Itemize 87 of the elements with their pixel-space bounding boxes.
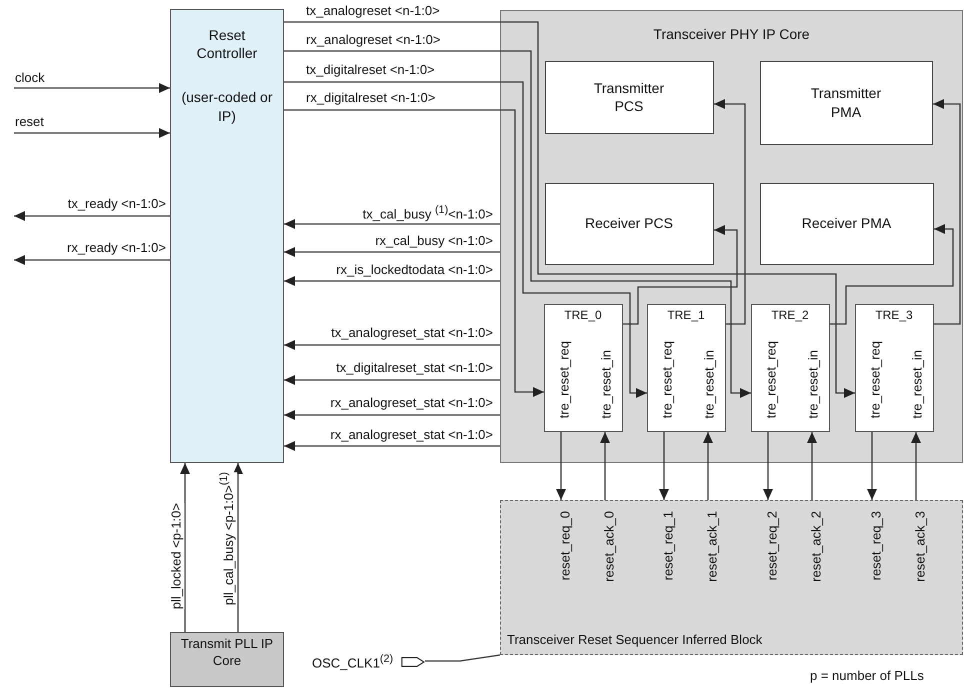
- arrow: [714, 99, 746, 325]
- arrow: [600, 432, 610, 500]
- signal-label: tx_analogreset <n-1:0>: [305, 3, 441, 18]
- pll-block: [170, 632, 284, 687]
- signal-label: OSC_CLK1$^{(2)}$: [312, 652, 394, 672]
- arrow: [284, 219, 500, 229]
- port-name: reset_ack_1: [704, 511, 719, 582]
- block-title: TRE_1: [667, 308, 705, 324]
- signal-label: tx_cal_busy $^{(1)}$<n-1:0>: [362, 204, 494, 222]
- function-block: [544, 304, 622, 432]
- arrow: [284, 109, 544, 397]
- arrow: [284, 276, 500, 286]
- port-name: tre_reset_req: [867, 341, 882, 418]
- port-name: reset_ack_3: [912, 511, 927, 582]
- arrow: [14, 211, 170, 221]
- function-block: [760, 182, 934, 264]
- port-name: tre_reset_req: [556, 341, 571, 418]
- signal-label: clock: [14, 70, 46, 85]
- function-block: [646, 304, 726, 432]
- port-name: tre_reset_in: [909, 350, 924, 418]
- arrow: [556, 432, 566, 500]
- arrow: [659, 432, 669, 500]
- signal-label: rx_ready <n-1:0>: [66, 240, 167, 255]
- port-name: reset_req_1: [660, 511, 675, 580]
- arrow: [763, 432, 773, 500]
- block-title: Receiver PCS: [584, 214, 674, 233]
- signal-label: tx_digitalreset_stat <n-1:0>: [335, 360, 494, 375]
- note-text: p = number of PLLs: [810, 668, 924, 683]
- arrow: [867, 432, 877, 500]
- signal-label: rx_cal_busy <n-1:0>: [374, 233, 494, 248]
- block-title: TRE_3: [875, 308, 913, 324]
- arrow: [14, 128, 170, 138]
- controller-block: [170, 9, 284, 463]
- port-name: reset_req_0: [557, 511, 572, 580]
- block-title: Transmit PLL IP Core: [180, 636, 274, 670]
- function-block: [750, 304, 830, 432]
- function-block: [760, 60, 932, 144]
- signal-label: rx_digitalreset <n-1:0>: [305, 90, 436, 105]
- arrow: [14, 83, 170, 93]
- port-name: tre_reset_in: [701, 350, 716, 418]
- port-name: tre_reset_req: [659, 341, 674, 418]
- signal-label: rx_is_lockedtodata <n-1:0>: [335, 262, 494, 277]
- port-name: reset_ack_2: [808, 511, 823, 582]
- signal-label: tx_digitalreset <n-1:0>: [305, 62, 436, 77]
- block-title: Receiver PMA: [800, 214, 892, 233]
- arrow: [284, 410, 500, 420]
- arrow: [284, 21, 855, 398]
- block-title: Transceiver PHY IP Core: [653, 25, 810, 44]
- block-title: TRE_0: [564, 308, 602, 324]
- port-name: reset_ack_0: [601, 511, 616, 582]
- function-block: [854, 304, 934, 432]
- signal-label: rx_analogreset_stat <n-1:0>: [329, 427, 494, 442]
- signal-label: tx_ready <n-1:0>: [66, 196, 167, 211]
- arrow: [911, 432, 921, 500]
- signal-label: rx_analogreset_stat <n-1:0>: [329, 395, 494, 410]
- core-block: [500, 10, 963, 463]
- port-name: reset_req_2: [764, 511, 779, 580]
- arrow: [284, 81, 647, 398]
- block-title: Transmitter PCS: [592, 78, 666, 116]
- port-name: tre_reset_in: [805, 350, 820, 418]
- arrow: [180, 463, 190, 632]
- block-title: Transceiver Reset Sequencer Inferred Block: [507, 632, 762, 649]
- port-name: tre_reset_in: [598, 350, 613, 418]
- arrow: [703, 432, 713, 500]
- block-title: Reset Controller: [196, 26, 258, 62]
- block-title: Transmitter PMA: [810, 84, 882, 121]
- arrow: [284, 375, 500, 385]
- signal-label: rx_analogreset <n-1:0>: [305, 32, 442, 47]
- arrow: [284, 50, 751, 398]
- arrow: [807, 432, 817, 500]
- function-block: [544, 60, 714, 134]
- function-block: [544, 182, 714, 264]
- port-name: tre_reset_req: [763, 341, 778, 418]
- arrow: [933, 99, 961, 325]
- signal-label: tx_analogreset_stat <n-1:0>: [330, 325, 494, 340]
- arrow: [830, 224, 954, 325]
- arrow: [284, 340, 500, 350]
- arrow: [284, 441, 500, 451]
- arrow: [623, 225, 738, 325]
- arrow: [14, 255, 170, 265]
- block-note: (user-coded or IP): [180, 88, 274, 125]
- sequencer-block: [500, 500, 963, 655]
- arrow: [233, 463, 243, 632]
- block-title: TRE_2: [771, 308, 809, 324]
- connector-line: [425, 654, 500, 662]
- arrow: [284, 247, 500, 257]
- port-name: reset_req_3: [868, 511, 883, 580]
